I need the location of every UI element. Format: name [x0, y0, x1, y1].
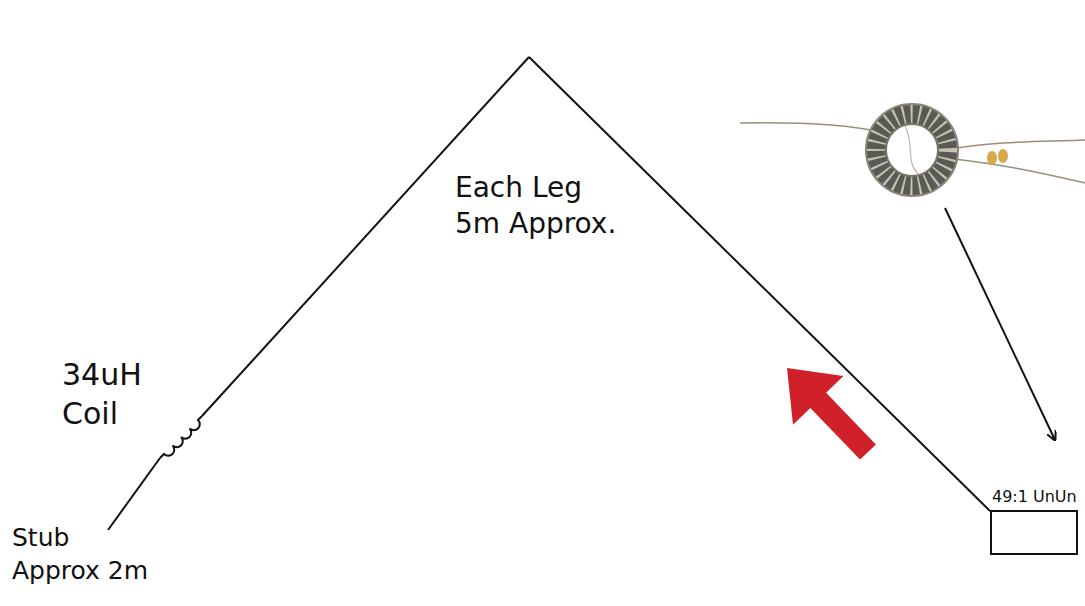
antenna-leg [529, 57, 990, 511]
capacitor [998, 149, 1008, 163]
toroid-winding [876, 114, 948, 186]
note-label: Stub Approx 2m [12, 522, 157, 587]
lead-wire [740, 123, 880, 132]
red-arrow [787, 368, 876, 460]
lead-wire [905, 126, 918, 174]
toroid-edge [886, 124, 938, 176]
coil-symbol [160, 416, 202, 458]
toroid-edge [866, 104, 958, 196]
toroid-core [876, 114, 948, 186]
pointer-arrow [945, 208, 1055, 440]
balun-box: 49:1 UnUn [990, 510, 1078, 555]
box-label: 49:1 UnUn [992, 487, 1077, 506]
capacitor [987, 151, 997, 165]
note-label: 34uH Coil [62, 355, 167, 433]
lead-wire [945, 140, 1085, 150]
stub-wire [108, 458, 160, 530]
toroid-photo [740, 104, 1085, 196]
lead-wire [945, 158, 1085, 183]
note-label: Each Leg 5m Approx. [455, 170, 627, 243]
